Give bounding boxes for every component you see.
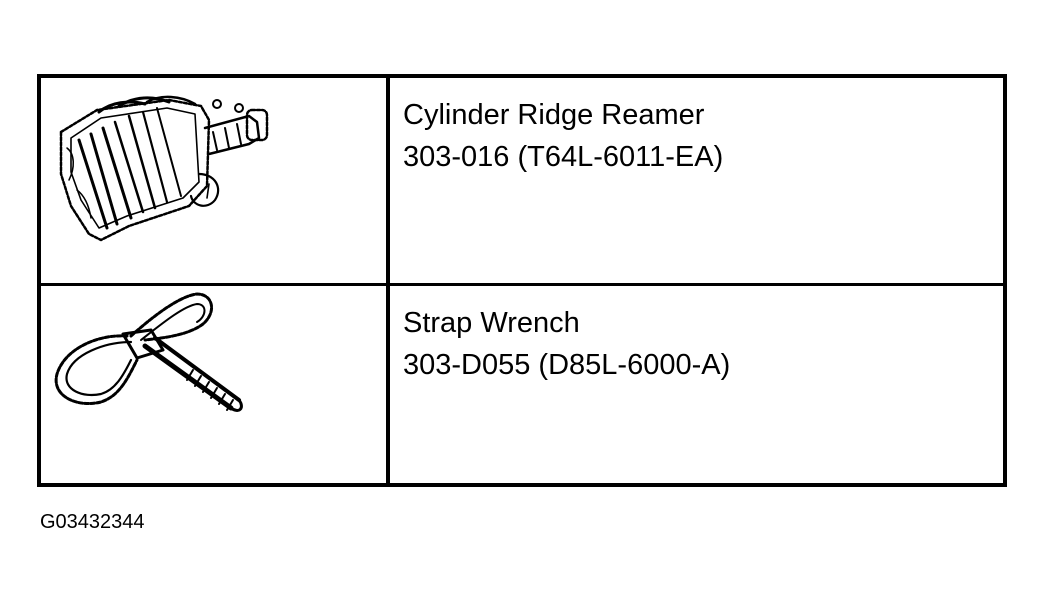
figure-id: G03432344 [40,511,145,533]
tool-image-cell [41,286,390,483]
tool-part-number: 303-016 (T64L-6011-EA) [403,141,724,173]
tool-description-cell: Cylinder Ridge Reamer 303-016 (T64L-6011… [390,78,1003,283]
tool-row: Cylinder Ridge Reamer 303-016 (T64L-6011… [41,78,1003,286]
tool-part-number: 303-D055 (D85L-6000-A) [403,349,731,381]
tool-image-cell [41,78,390,283]
strap-wrench-icon [54,292,243,412]
tool-row: Strap Wrench 303-D055 (D85L-6000-A) [41,286,1003,483]
tool-name: Strap Wrench [403,307,580,339]
cylinder-ridge-reamer-icon [59,95,269,242]
special-tools-table: Cylinder Ridge Reamer 303-016 (T64L-6011… [37,74,1007,487]
tool-description-cell: Strap Wrench 303-D055 (D85L-6000-A) [390,286,1003,483]
tool-name: Cylinder Ridge Reamer [403,99,705,131]
